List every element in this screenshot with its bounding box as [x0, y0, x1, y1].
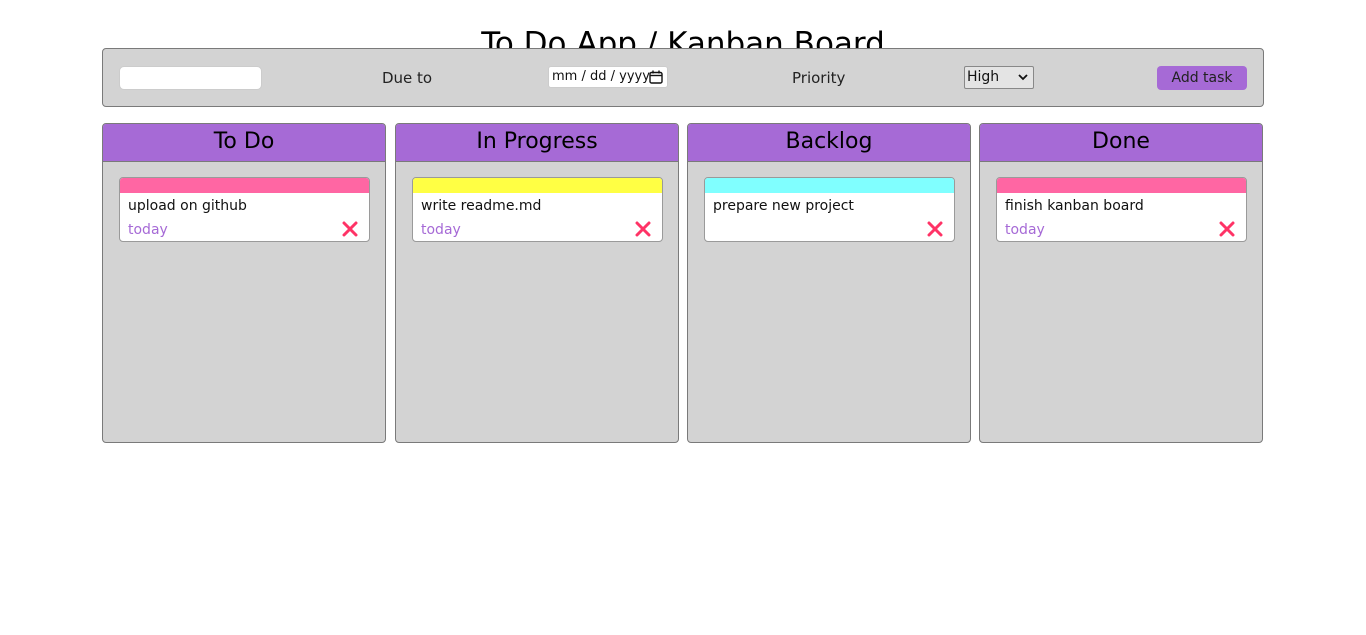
task-due: today [128, 222, 168, 238]
column-in-progress: In Progress write readme.md today [395, 123, 679, 443]
due-label: Due to [382, 69, 433, 87]
task-card[interactable]: finish kanban board today [996, 177, 1247, 242]
task-due: today [421, 222, 461, 238]
task-title: upload on github [128, 198, 247, 214]
task-due: today [1005, 222, 1045, 238]
close-icon[interactable] [635, 221, 651, 237]
priority-selected-value: High [967, 69, 1000, 85]
task-card[interactable]: write readme.md today [412, 177, 663, 242]
column-title: In Progress [396, 124, 678, 162]
task-title: write readme.md [421, 198, 542, 214]
date-placeholder: mm / dd / yyyy [552, 69, 650, 84]
close-icon[interactable] [342, 221, 358, 237]
task-name-input[interactable] [119, 66, 262, 90]
column-title: To Do [103, 124, 385, 162]
close-icon[interactable] [1219, 221, 1235, 237]
add-task-button[interactable]: Add task [1157, 66, 1247, 90]
priority-select[interactable]: High [964, 66, 1034, 89]
close-icon[interactable] [927, 221, 943, 237]
add-task-toolbar: Due to mm / dd / yyyy Priority High Add … [102, 48, 1264, 107]
priority-bar [705, 178, 954, 193]
calendar-icon[interactable] [649, 70, 663, 84]
column-done: Done finish kanban board today [979, 123, 1263, 443]
priority-bar [997, 178, 1246, 193]
column-to-do: To Do upload on github today [102, 123, 386, 443]
task-title: prepare new project [713, 198, 854, 214]
chevron-down-icon [1018, 74, 1028, 81]
task-card[interactable]: prepare new project [704, 177, 955, 242]
column-title: Backlog [688, 124, 970, 162]
task-title: finish kanban board [1005, 198, 1144, 214]
priority-label: Priority [792, 69, 846, 87]
priority-bar [413, 178, 662, 193]
priority-bar [120, 178, 369, 193]
column-backlog: Backlog prepare new project [687, 123, 971, 443]
due-date-input[interactable]: mm / dd / yyyy [548, 66, 668, 88]
task-card[interactable]: upload on github today [119, 177, 370, 242]
column-title: Done [980, 124, 1262, 162]
